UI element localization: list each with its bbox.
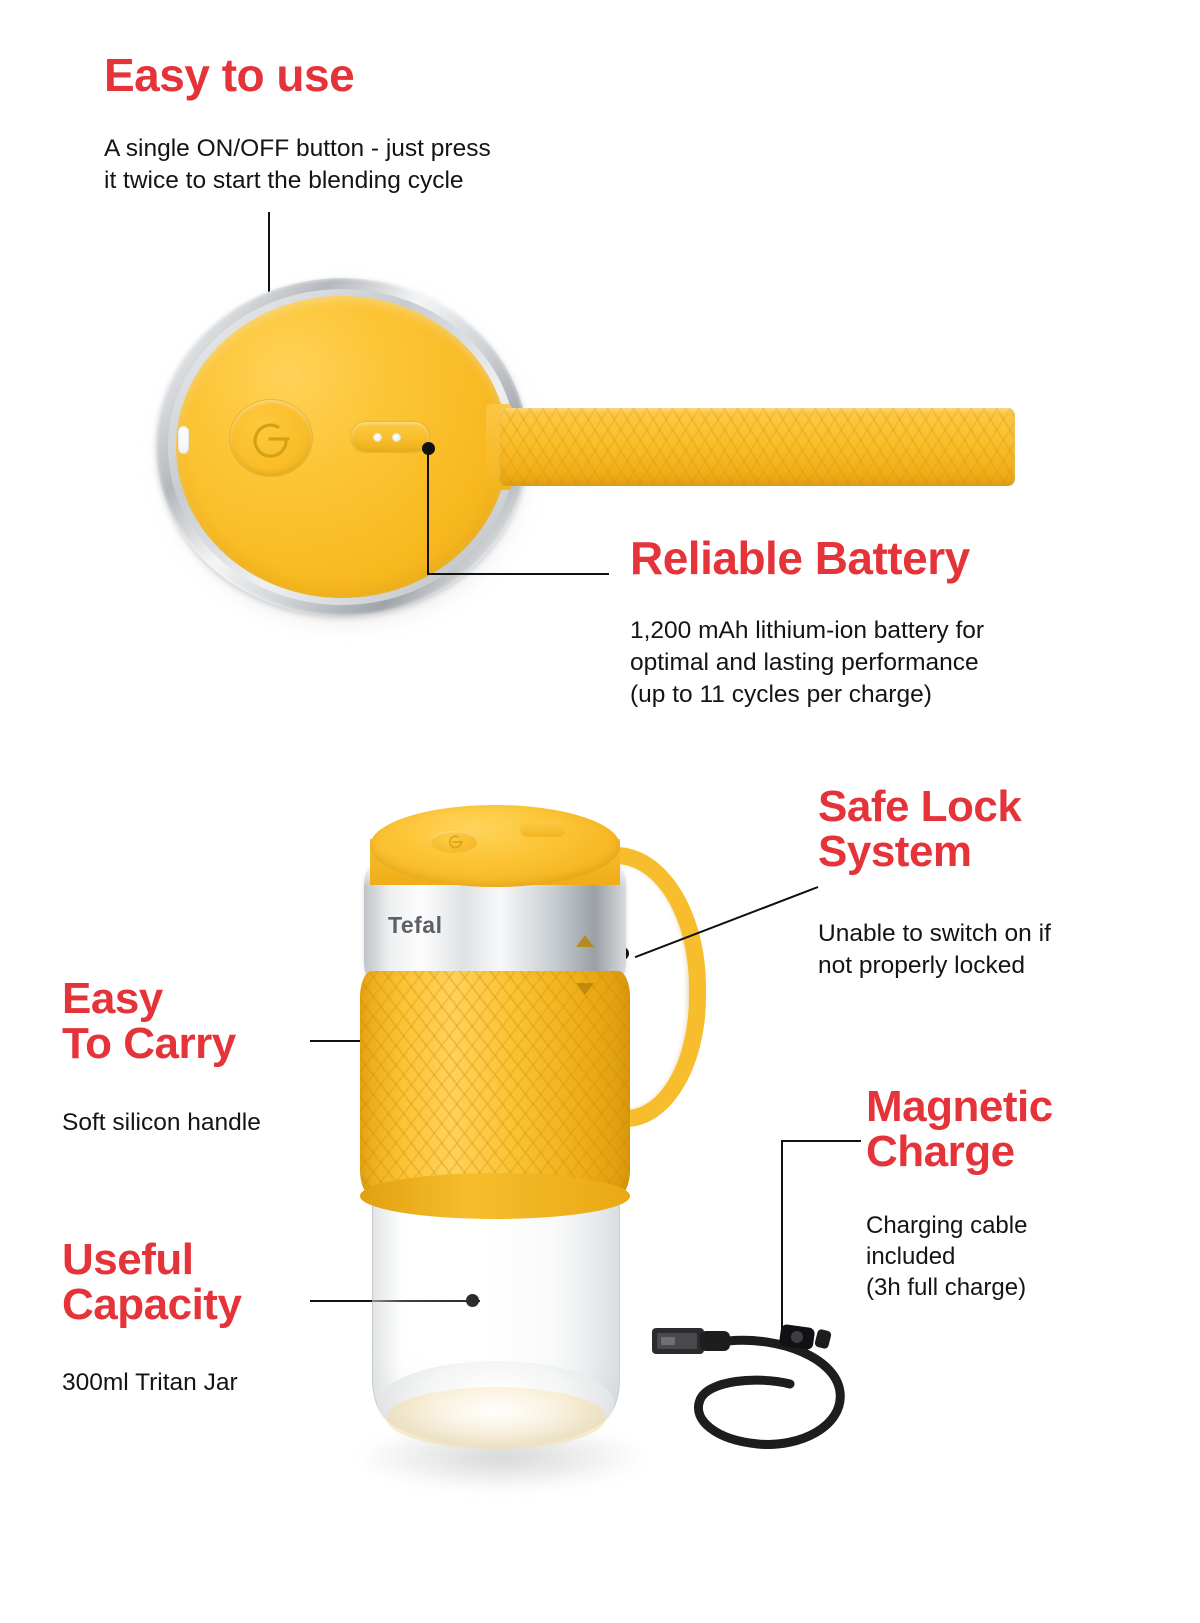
feature-description-magnetic-charge: Charging cable included (3h full charge): [866, 1212, 1028, 1302]
feature-heading-safe-lock-system: Safe Lock System: [818, 782, 1022, 876]
battery-led-1: [373, 433, 382, 442]
power-icon: [248, 418, 292, 460]
feature-heading-easy-to-use: Easy to use: [104, 49, 355, 101]
feature-description-useful-capacity: 300ml Tritan Jar: [62, 1369, 238, 1396]
grip-bottom-edge: [360, 1173, 630, 1219]
usb-connector: [652, 1328, 730, 1354]
jar-lid-top: [370, 805, 620, 887]
leader-line-magnetic-horizontal: [781, 1140, 861, 1142]
lock-arrow-down-icon: [576, 983, 594, 995]
battery-led-2: [392, 433, 401, 442]
jar-base-ring: [386, 1387, 606, 1449]
lid-yellow-face: [176, 296, 508, 598]
textured-silicone-grip: [360, 971, 630, 1196]
usb-charging-cable: [640, 1300, 890, 1460]
power-icon-small: [440, 834, 466, 849]
leader-line-magnetic-vertical: [781, 1140, 783, 1336]
brand-logo: Tefal: [388, 912, 443, 938]
leader-line-battery-vertical: [427, 448, 429, 574]
feature-description-reliable-battery: 1,200 mAh lithium-ion battery for optima…: [630, 617, 985, 708]
lock-arrow-up-icon: [576, 935, 594, 947]
leader-line-battery-horizontal: [427, 573, 609, 575]
product-lid-top-view: [148, 268, 548, 628]
feature-heading-useful-capacity: Useful Capacity: [62, 1235, 242, 1329]
feature-heading-magnetic-charge: Magnetic Charge: [866, 1082, 1053, 1176]
feature-description-easy-to-use: A single ON/OFF button - just press it t…: [104, 135, 491, 194]
magnetic-charger-puck: [779, 1324, 815, 1350]
feature-heading-easy-to-carry: Easy To Carry: [62, 974, 236, 1068]
status-led-slot: [178, 426, 189, 454]
product-jar-view: Tefal: [330, 795, 706, 1525]
battery-indicator: [351, 422, 429, 452]
feature-description-safe-lock-system: Unable to switch on if not properly lock…: [818, 920, 1051, 979]
silicone-strap: [499, 408, 1015, 486]
feature-description-easy-to-carry: Soft silicon handle: [62, 1109, 261, 1136]
jar-battery-indicator: [520, 821, 566, 837]
feature-heading-reliable-battery: Reliable Battery: [630, 532, 970, 584]
